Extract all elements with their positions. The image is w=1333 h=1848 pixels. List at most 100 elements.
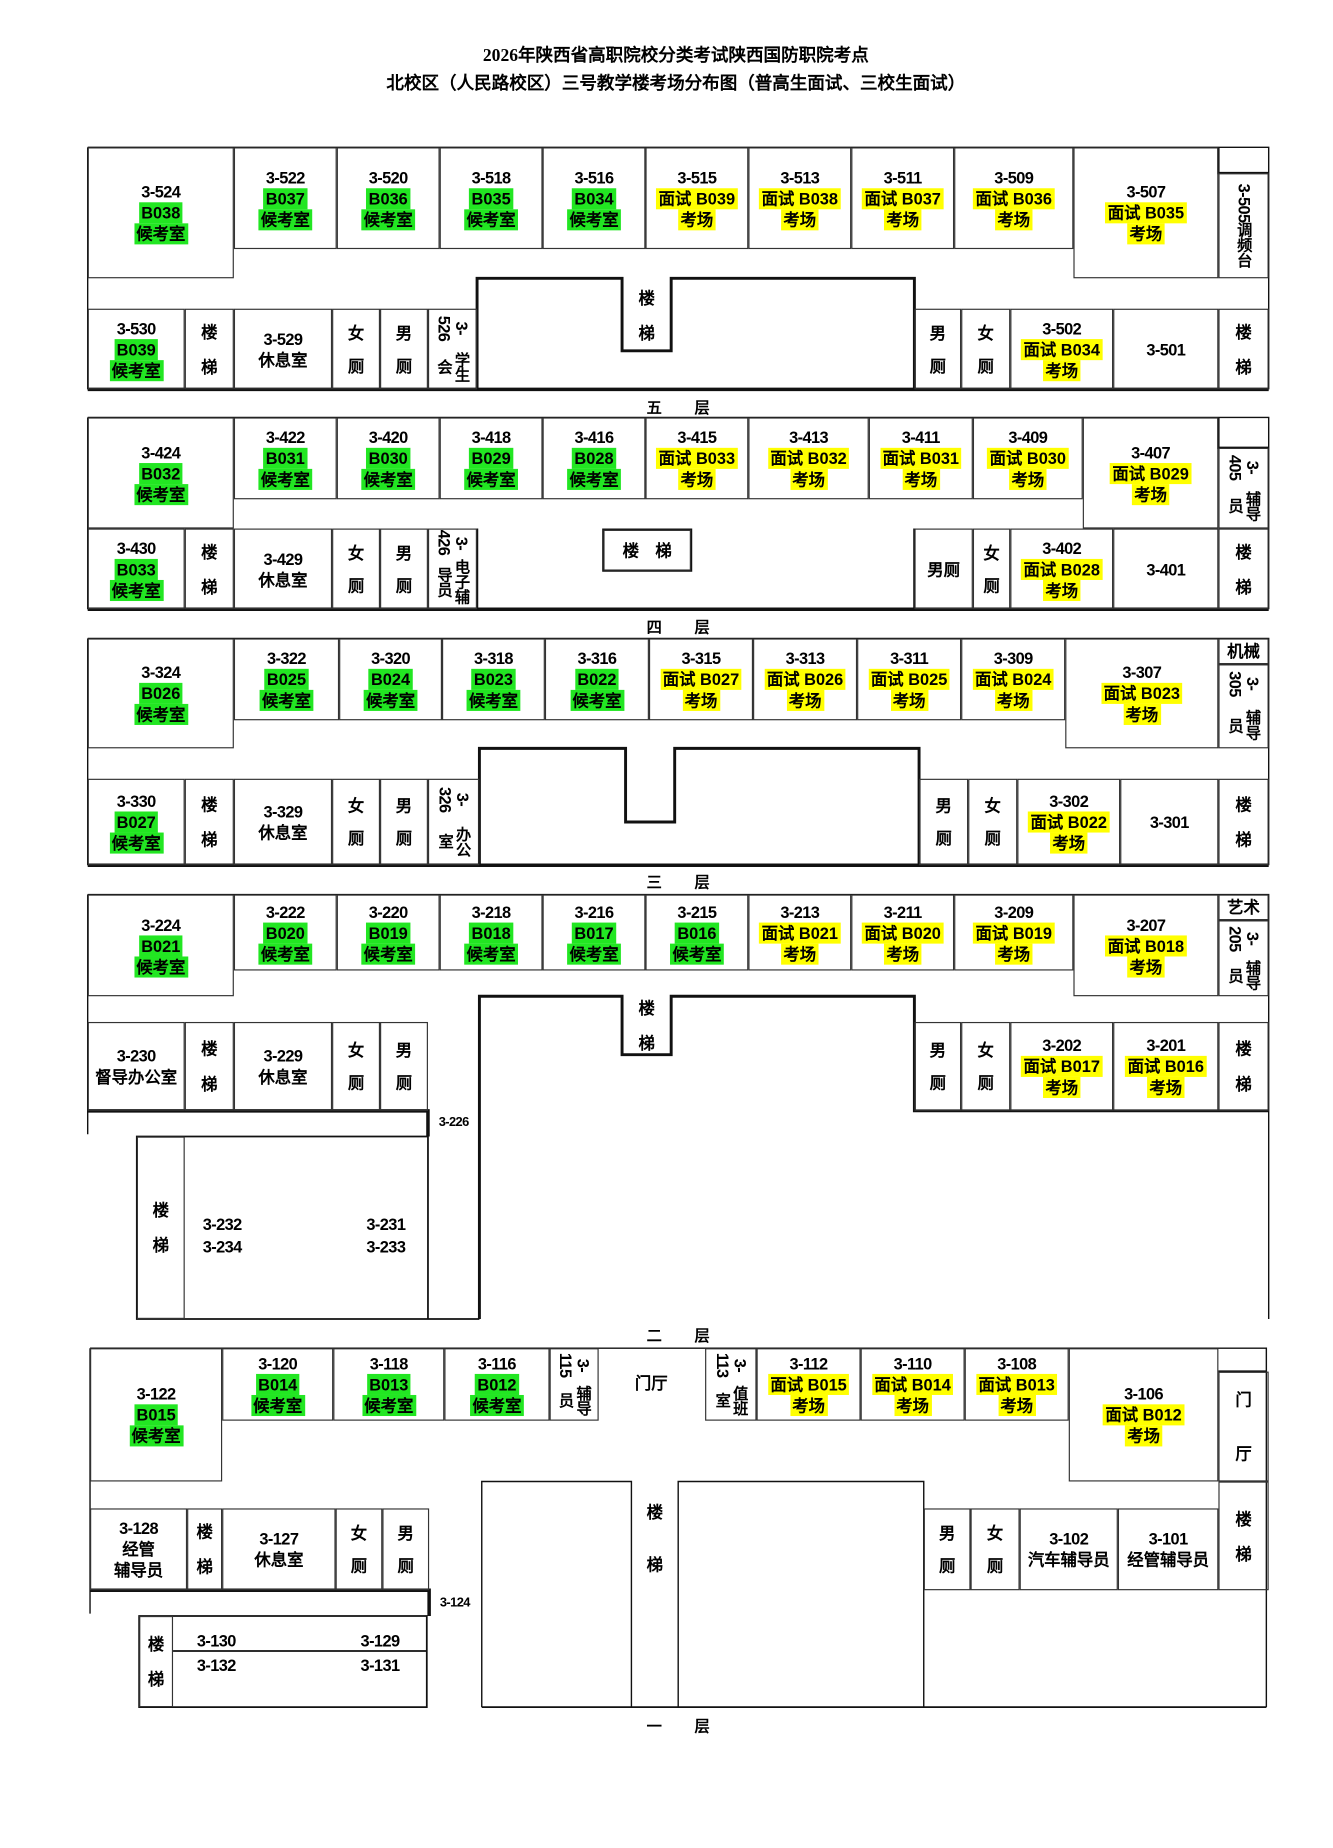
waiting-room-label: 候考室	[363, 689, 418, 711]
area-label: 机械	[1218, 638, 1269, 665]
exam-room-label: 面试 B026	[764, 668, 846, 690]
title-line-2: 北校区（人民路校区）三号教学楼考场分布图（普高生面试、三校生面试）	[386, 74, 966, 94]
restroom: 男厕	[914, 1021, 962, 1111]
room-label: 厕	[929, 1073, 946, 1093]
room-number: 3-115	[556, 1352, 593, 1378]
wall-line	[477, 746, 921, 866]
room-label: 女	[983, 543, 1000, 562]
restroom: 女厕	[332, 308, 381, 390]
stairwell: 楼梯	[1218, 1021, 1269, 1111]
room-label: 楼	[1235, 1039, 1252, 1059]
waiting-room-label: B039	[114, 338, 159, 360]
exam-room-label: 考场	[789, 1394, 828, 1417]
restroom: 女厕	[332, 1021, 381, 1111]
room-3-401: 3-401	[1113, 528, 1219, 610]
restroom: 女厕	[972, 528, 1011, 610]
room-label: 厕	[395, 575, 413, 595]
room-number: 3-307	[1122, 662, 1162, 682]
exam-room-label: 考场	[890, 689, 928, 711]
room-number: 3-520	[368, 167, 409, 187]
room-number: 3-113	[713, 1352, 750, 1378]
waiting-room-label: B013	[366, 1373, 411, 1395]
room-number: 3-108	[997, 1354, 1037, 1373]
exam-room-label: 面试 B025	[868, 668, 950, 690]
room-label: 男	[395, 1040, 413, 1060]
room-number: 3-524	[141, 182, 181, 202]
exam-room-label: 考场	[1043, 359, 1081, 381]
wall-line	[87, 1109, 430, 1137]
room-number: 3-311	[890, 648, 929, 668]
exam-room-label: 考场	[781, 208, 819, 230]
room-label: 厕	[938, 1556, 956, 1576]
room-number: 3-305	[1226, 671, 1263, 697]
room-number: 3-530	[116, 318, 157, 338]
room-number: 3-207	[1126, 914, 1166, 934]
waiting-room-label: B016	[674, 921, 719, 944]
room-3-301: 3-301	[1120, 778, 1219, 866]
room-number: 3-505	[1234, 183, 1254, 223]
room-label: 调频台	[1234, 222, 1253, 268]
stairwell: 楼梯	[1218, 778, 1269, 866]
room-label: 厕	[984, 829, 1001, 848]
wall-line	[477, 994, 1269, 1319]
room-label: 男	[935, 796, 952, 816]
room-label: 厕	[935, 829, 952, 848]
room-label: 厕	[397, 1556, 414, 1576]
waiting-room-label: B015	[134, 1404, 179, 1426]
exam-room-label: 考场	[789, 468, 828, 490]
waiting-room-label: 候考室	[258, 468, 313, 490]
room-3-231: 3-231	[351, 1214, 421, 1235]
stairwell: 楼梯	[184, 1021, 234, 1111]
wall-line	[90, 1588, 431, 1616]
room-label: 机械	[1227, 641, 1260, 661]
floor-label: 一层	[646, 1717, 743, 1736]
room-label: 辅导员	[1226, 709, 1262, 741]
room-label: 梯	[638, 1033, 655, 1053]
room-label: 厕	[395, 356, 413, 375]
room-label: 女	[347, 1040, 365, 1060]
waiting-room-label: B033	[114, 558, 159, 580]
exam-room-label: 考场	[994, 689, 1032, 711]
room-number: 3-309	[993, 648, 1034, 668]
waiting-room-label: 候考室	[133, 483, 188, 505]
exam-room-label: 面试 B035	[1105, 202, 1187, 224]
waiting-room-label: B027	[114, 811, 159, 833]
room-number: 3-302	[1049, 791, 1089, 811]
room-label: 楼	[638, 288, 655, 308]
room-number: 3-209	[994, 902, 1034, 921]
room-number: 3-205	[1226, 925, 1263, 952]
waiting-room-label: 候考室	[464, 468, 518, 490]
room-label: 女	[977, 1040, 994, 1060]
room-number: 3-201	[1146, 1035, 1186, 1055]
waiting-room-label: B032	[138, 462, 183, 484]
room-label: 楼	[1235, 322, 1252, 341]
waiting-room-label: B030	[366, 447, 411, 469]
stairwell: 楼梯	[1218, 528, 1269, 610]
room-number: 3-416	[574, 427, 615, 447]
exam-room-label: 面试 B015	[768, 1373, 850, 1395]
exam-room-label: 面试 B018	[1105, 934, 1187, 956]
exam-room-label: 面试 B020	[862, 921, 944, 944]
waiting-room-label: 候考室	[250, 1394, 305, 1417]
waiting-room-label: 候考室	[133, 703, 188, 725]
floor-label: 五层	[646, 398, 743, 417]
exam-room-label: 考场	[1124, 1425, 1163, 1447]
room-label: 楼	[1235, 1508, 1252, 1528]
waiting-room-label: B022	[575, 668, 619, 690]
waiting-room-label: B017	[572, 921, 616, 944]
room-label: 女	[986, 1523, 1004, 1543]
exam-room-label: 面试 B029	[1110, 462, 1192, 484]
